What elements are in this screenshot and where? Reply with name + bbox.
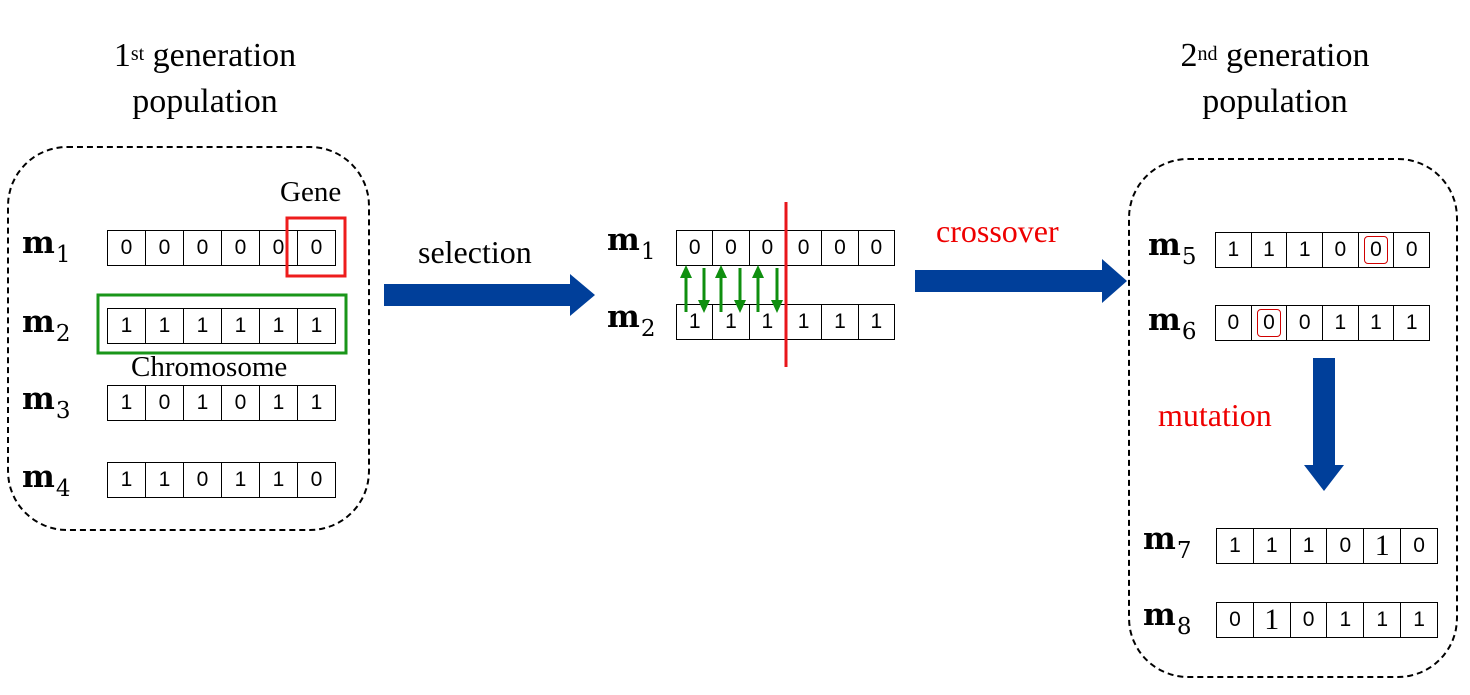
gene: 1 [1400, 603, 1437, 637]
selection-arrow-icon [384, 274, 595, 316]
gene: 1 [259, 386, 297, 420]
selected-row-label: m2 [607, 299, 656, 342]
gene: 1 [259, 309, 297, 343]
gen1-title-line2: population [132, 83, 278, 120]
gen2-chromosome-m6: 0 0 0 1 1 1 [1215, 305, 1430, 341]
gene: 1 [857, 305, 894, 339]
gene: 1 [183, 386, 221, 420]
gene-swap-arrows-icon [680, 265, 783, 313]
gene: 1 [120, 314, 133, 337]
gene: 1 [221, 463, 259, 497]
gene: 1 [1289, 529, 1327, 563]
chromosome-highlight-box [96, 293, 348, 355]
gen2-chromosome-m8: 0 1 0 1 1 1 [1216, 602, 1438, 638]
gene: 0 [748, 231, 785, 265]
gene: 0 [221, 231, 259, 265]
gene: 1 [1393, 306, 1429, 340]
chromosome-annotation-label: Chromosome [131, 351, 288, 383]
mutated-gene: 1 [1363, 529, 1400, 563]
gene: 1 [120, 468, 133, 491]
gen2-title: 2nd generation population [1130, 33, 1420, 125]
gen2-chromosome-m5: 1 1 1 0 0 0 [1215, 232, 1430, 268]
gene: 0 [1227, 311, 1240, 334]
gen2-row-label: m7 [1143, 521, 1192, 564]
gene: 1 [145, 463, 183, 497]
gene: 1 [821, 305, 857, 339]
gene: 0 [221, 386, 259, 420]
gene: 0 [857, 231, 894, 265]
gen1-population-box [7, 146, 370, 531]
gene: 1 [1250, 233, 1287, 267]
selected-row-label: m1 [607, 222, 656, 265]
gene: 0 [145, 386, 183, 420]
gene: 1 [1326, 603, 1363, 637]
crossover-arrow-icon [915, 259, 1127, 303]
gene: 1 [120, 391, 133, 414]
mutated-gene: 1 [1252, 603, 1290, 637]
gen2-title-line2: population [1202, 83, 1348, 120]
gene-highlight-box [285, 216, 347, 278]
crossover-label: crossover [936, 213, 1059, 249]
gene: 0 [183, 231, 221, 265]
gene: 0 [1289, 603, 1327, 637]
gen2-chromosome-m7: 1 1 1 0 1 0 [1216, 528, 1438, 564]
gen1-chromosome-m4: 1 1 0 1 1 0 [107, 462, 336, 498]
gen1-row-label: m1 [22, 225, 71, 268]
gene: 1 [183, 309, 221, 343]
gene: 0 [688, 236, 701, 259]
gene: 1 [297, 386, 335, 420]
mutation-target-gene: 0 [1250, 306, 1287, 340]
gen2-row-label: m8 [1143, 597, 1192, 640]
gene: 0 [1229, 608, 1241, 631]
gene: 0 [120, 236, 133, 259]
mutation-label: mutation [1158, 397, 1272, 433]
gen1-row-label: m4 [22, 459, 71, 502]
gen2-title-line1: 2nd generation [1180, 37, 1370, 74]
gen1-chromosome-m2: 1 1 1 1 1 1 [107, 308, 336, 344]
gene: 0 [297, 463, 335, 497]
gene: 0 [1286, 306, 1322, 340]
gene: 1 [1363, 603, 1400, 637]
gene: 0 [1326, 529, 1363, 563]
gene: 1 [145, 309, 183, 343]
gene: 0 [821, 231, 857, 265]
gen1-row-label: m2 [22, 304, 71, 347]
gene: 1 [748, 305, 785, 339]
gen1-chromosome-m1: 0 0 0 0 0 0 [107, 230, 336, 266]
gene: 1 [688, 310, 701, 333]
gen1-row-label: m3 [22, 381, 71, 424]
gene: 0 [297, 231, 335, 265]
gene: 1 [1252, 529, 1290, 563]
gen2-population-box [1128, 158, 1458, 678]
selection-label: selection [418, 234, 532, 270]
gene: 1 [1227, 238, 1240, 261]
gene: 0 [712, 231, 748, 265]
gen1-title: 1st generation population [60, 33, 350, 125]
gene: 1 [221, 309, 259, 343]
gene: 1 [1229, 534, 1241, 557]
gen2-row-label: m5 [1148, 227, 1197, 270]
gene: 1 [712, 305, 748, 339]
gene: 0 [183, 463, 221, 497]
gene: 1 [297, 309, 335, 343]
mutation-arrow-icon [1304, 358, 1344, 491]
gene: 0 [259, 231, 297, 265]
gene-annotation-label: Gene [280, 176, 342, 208]
gene: 1 [1357, 306, 1394, 340]
gen2-row-label: m6 [1148, 302, 1197, 345]
gene: 0 [1400, 529, 1437, 563]
gene: 0 [1322, 233, 1358, 267]
gene: 1 [259, 463, 297, 497]
gene: 0 [145, 231, 183, 265]
gene: 0 [1393, 233, 1429, 267]
gene: 1 [1286, 233, 1322, 267]
mutation-target-gene: 0 [1357, 233, 1394, 267]
gen1-title-line1: 1st generation [113, 37, 297, 74]
gen1-chromosome-m3: 1 0 1 0 1 1 [107, 385, 336, 421]
gene: 1 [1322, 306, 1358, 340]
